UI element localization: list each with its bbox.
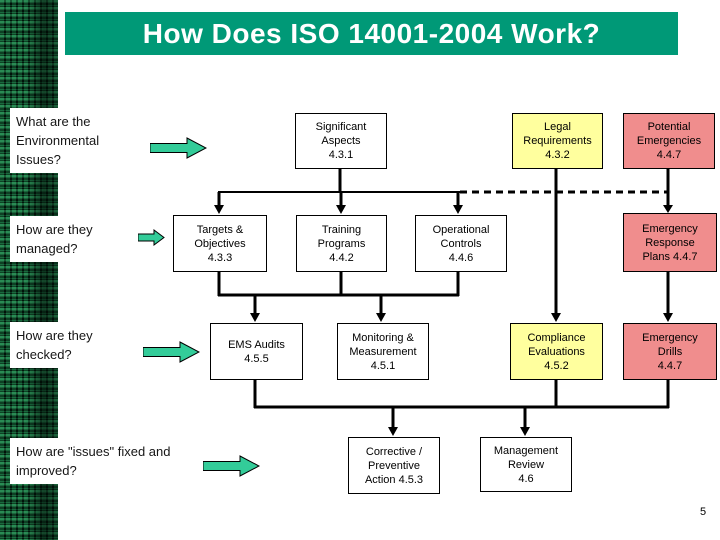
page-number: 5: [700, 506, 707, 518]
box-compliance-evaluations: Compliance Evaluations 4.5.2: [510, 323, 603, 380]
box-significant-aspects: Significant Aspects 4.3.1: [295, 113, 387, 169]
question-environmental-issues: What are the Environmental Issues?: [10, 108, 144, 173]
box-targets-objectives: Targets & Objectives 4.3.3: [173, 215, 267, 272]
box-operational-controls: Operational Controls 4.4.6: [415, 215, 507, 272]
title-bar: How Does ISO 14001-2004 Work?: [65, 12, 678, 55]
flow-arrow-icon: [150, 137, 207, 159]
box-ems-audits: EMS Audits 4.5.5: [210, 323, 303, 380]
slide-title: How Does ISO 14001-2004 Work?: [142, 17, 601, 49]
box-monitoring-measurement: Monitoring & Measurement 4.5.1: [337, 323, 429, 380]
box-management-review: Management Review 4.6: [480, 437, 572, 492]
box-emergency-drills: Emergency Drills 4.4.7: [623, 323, 717, 380]
box-potential-emergencies: Potential Emergencies 4.4.7: [623, 113, 715, 169]
box-legal-requirements: Legal Requirements 4.3.2: [512, 113, 603, 169]
flow-arrow-icon: [203, 455, 260, 477]
flow-arrow-icon: [143, 341, 200, 363]
box-training-programs: Training Programs 4.4.2: [296, 215, 387, 272]
box-corrective-preventive-action: Corrective / Preventive Action 4.5.3: [348, 437, 440, 494]
decorative-side-strip: [0, 0, 58, 540]
box-emergency-response-plans: Emergency Response Plans 4.4.7: [623, 213, 717, 272]
flow-arrow-icon: [138, 229, 165, 246]
question-fixed-improved: How are "issues" fixed and improved?: [10, 438, 206, 484]
question-managed: How are they managed?: [10, 216, 144, 262]
question-checked: How are they checked?: [10, 322, 144, 368]
